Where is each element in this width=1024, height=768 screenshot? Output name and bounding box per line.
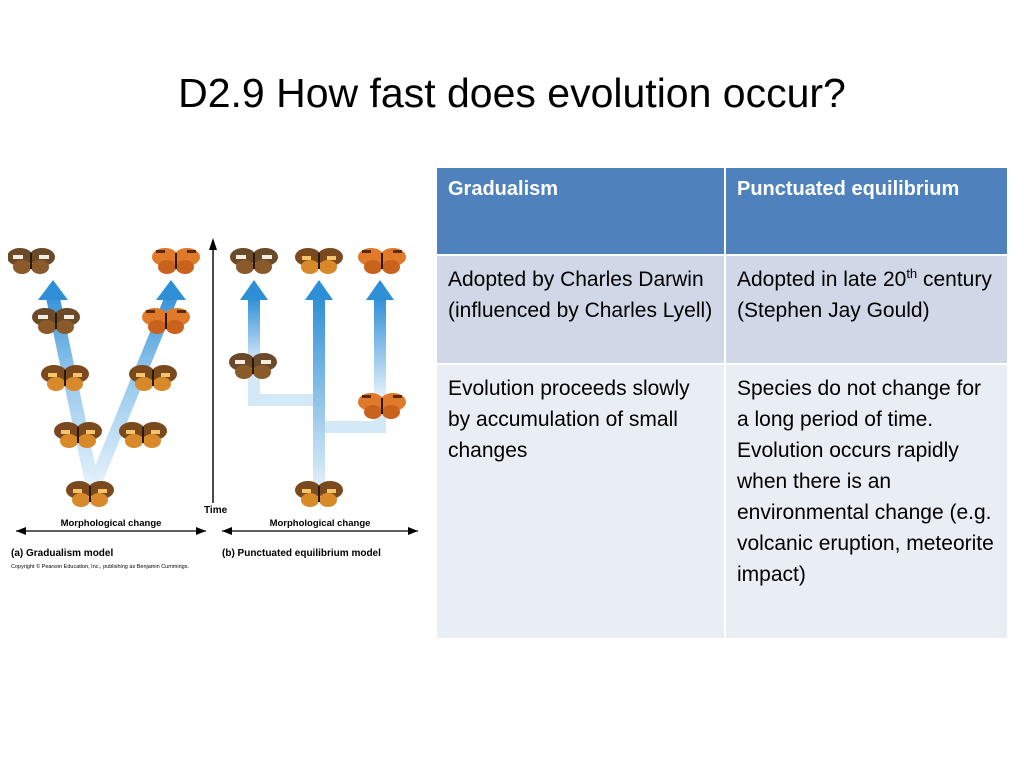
cell-text: century (Stephen Jay Gould) [737,268,992,322]
table-row: Adopted by Charles Darwin (influenced by… [435,254,1009,365]
punctuated-arrows [240,280,394,493]
cell-gradualism-adopted: Adopted by Charles Darwin (influenced by… [435,254,726,365]
cell-punctuated-adopted: Adopted in late 20th century (Stephen Ja… [724,254,1009,365]
evolution-models-figure: Time Morphological change Morphological … [8,238,418,570]
time-axis [209,238,217,503]
caption-b: (b) Punctuated equilibrium model [222,548,381,559]
cell-gradualism-description: Evolution proceeds slowly by accumulatio… [435,363,726,640]
copyright-note: Copyright © Pearson Education, Inc., pub… [11,563,189,570]
header-punctuated: Punctuated equilibrium [724,166,1009,256]
table-header-row: Gradualism Punctuated equilibrium [435,166,1009,256]
table-row: Evolution proceeds slowly by accumulatio… [435,363,1009,640]
morphology-axis-b [222,527,418,535]
morphology-axis-a [16,527,206,535]
punctuated-axis-label: Morphological change [270,518,371,529]
time-axis-label: Time [204,505,228,516]
caption-a: (a) Gradualism model [11,548,113,559]
cell-punctuated-description: Species do not change for a long period … [724,363,1009,640]
header-gradualism: Gradualism [435,166,726,256]
superscript: th [906,266,918,281]
comparison-table: Gradualism Punctuated equilibrium Adopte… [435,166,1009,640]
cell-text: Adopted in late 20 [737,268,907,291]
slide-title: D2.9 How fast does evolution occur? [178,70,846,116]
gradualism-axis-label: Morphological change [61,518,162,529]
